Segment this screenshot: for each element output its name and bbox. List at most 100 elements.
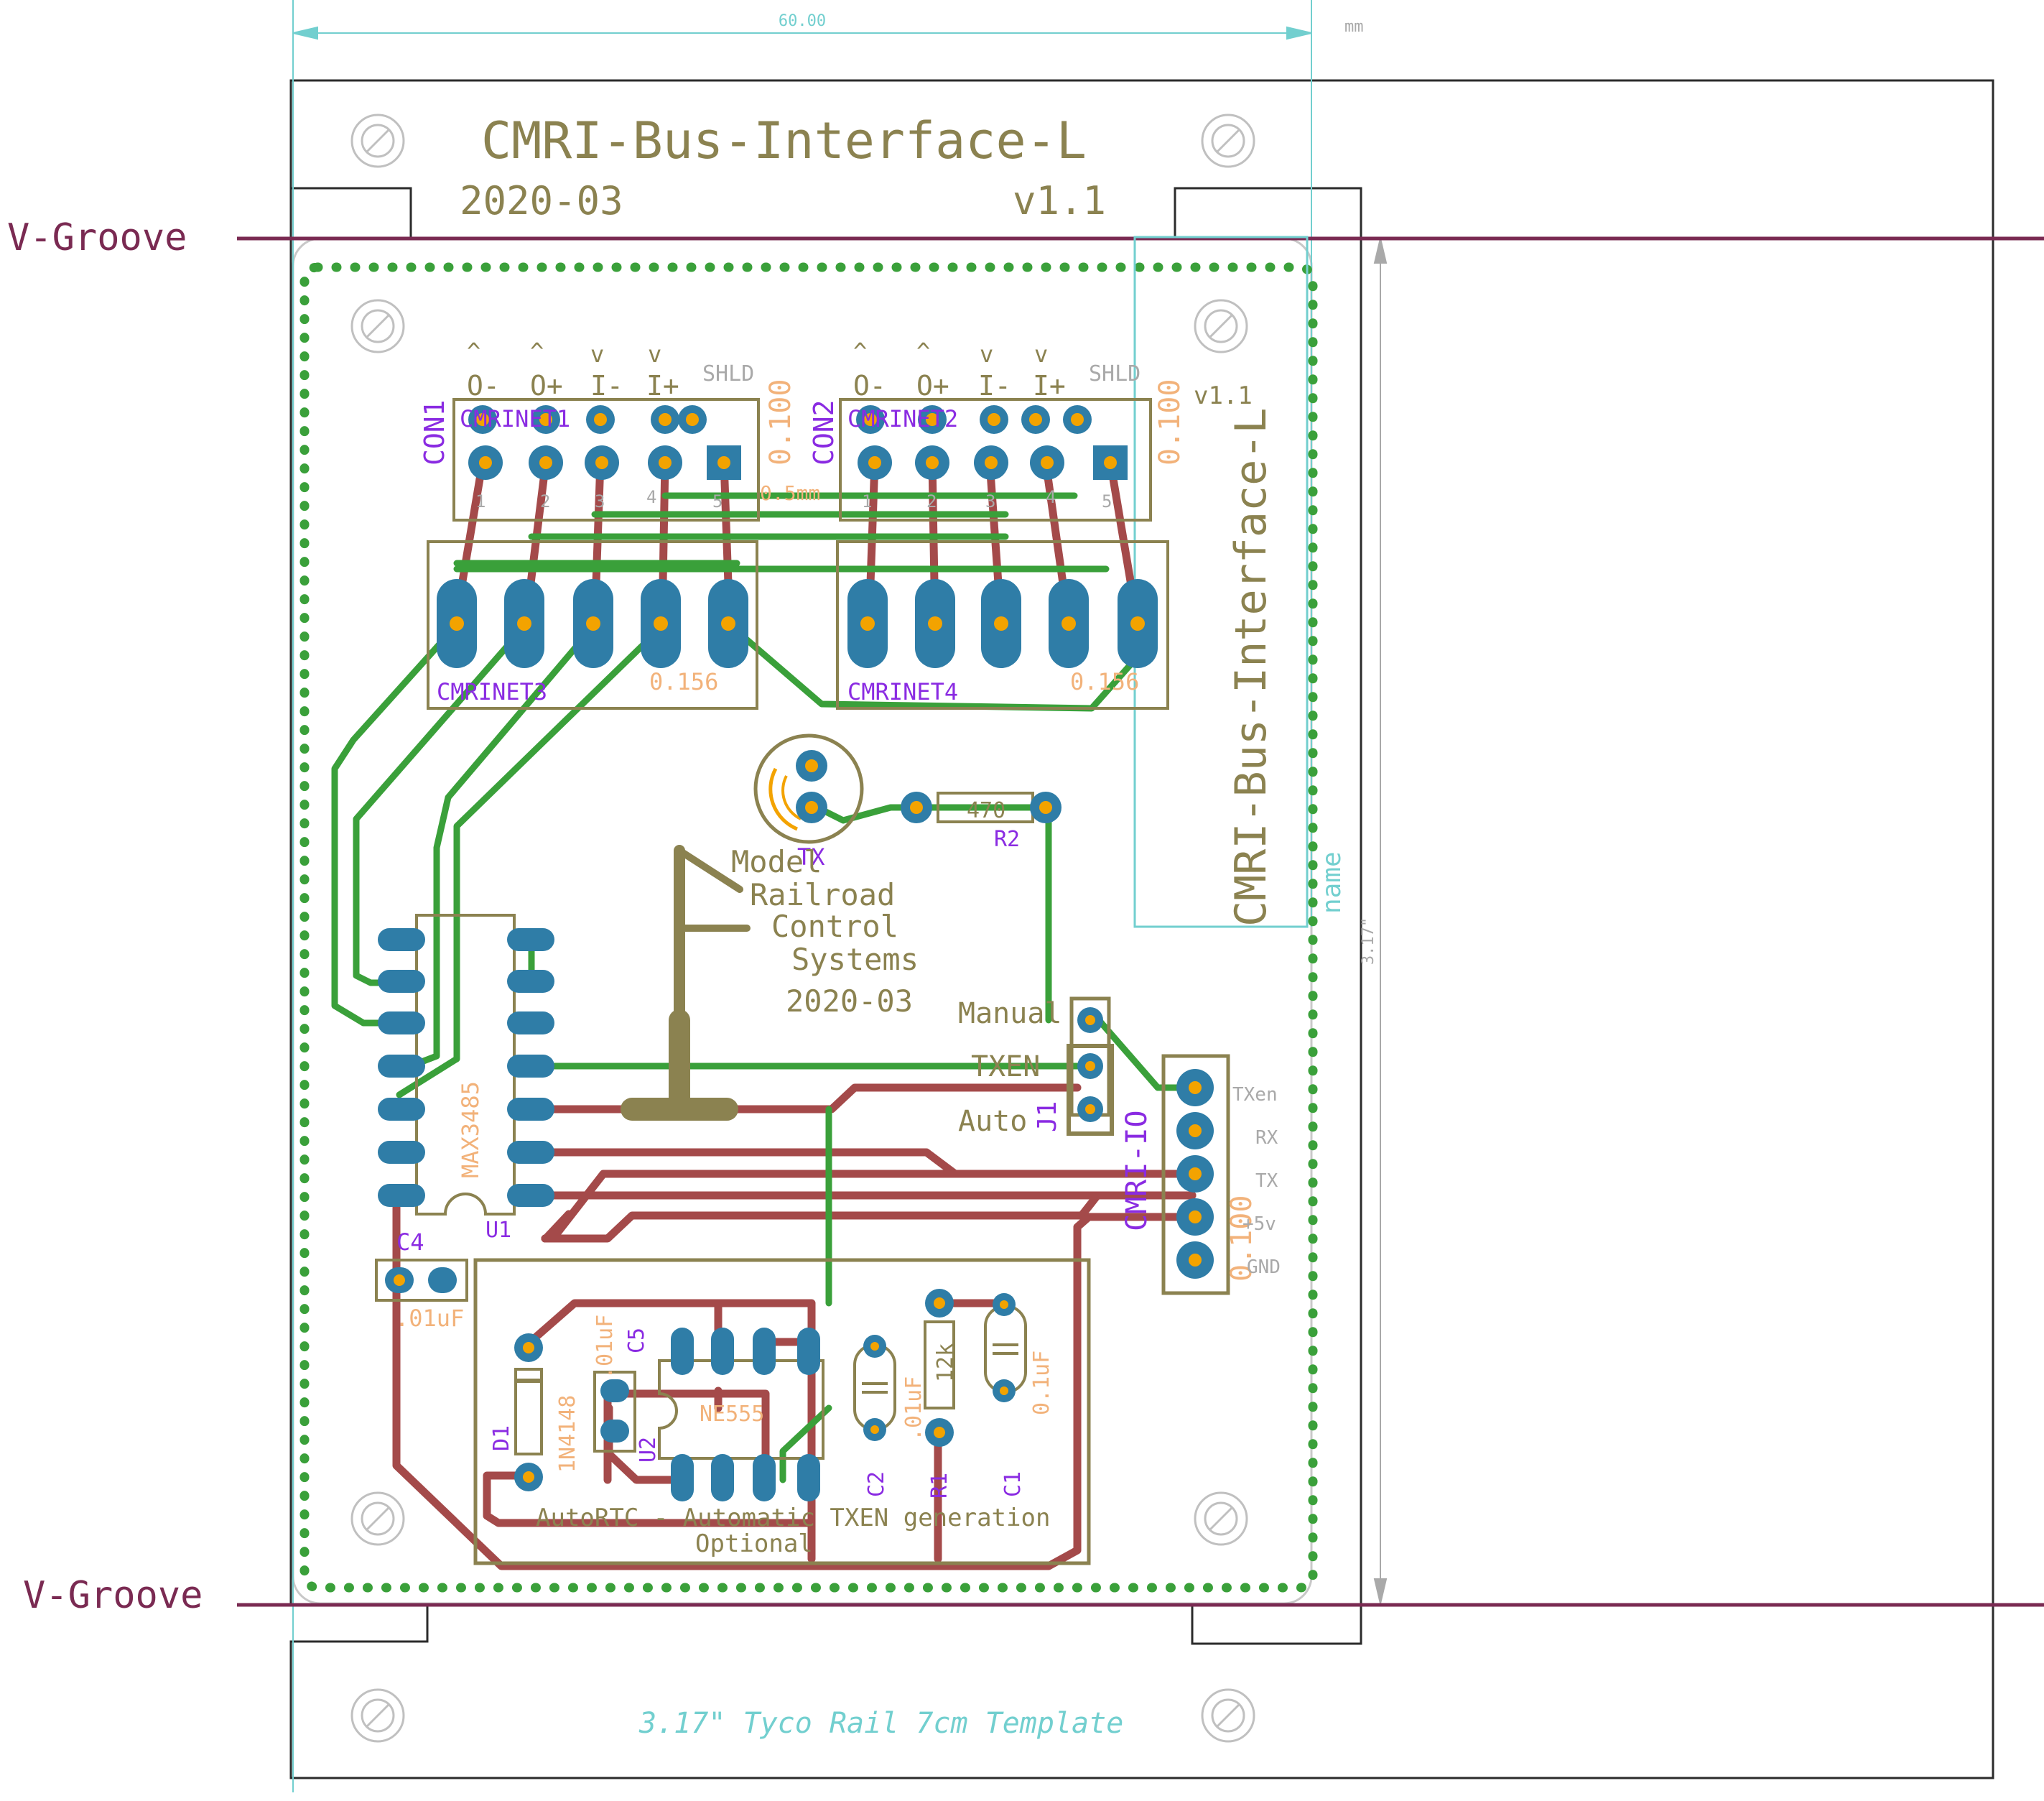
diode-d1 [514,1333,543,1491]
con1-connector [452,398,760,522]
r2-value: 470 [967,798,1005,823]
svg-text:Control: Control [771,909,898,944]
svg-text:4: 4 [1046,487,1056,507]
svg-text:v: v [1034,341,1048,368]
svg-text:v: v [648,341,661,368]
mounting-hole [350,1688,405,1743]
svg-text:2020-03: 2020-03 [786,983,913,1019]
j1-ref: J1 [1033,1101,1062,1132]
mounting-hole [1194,299,1248,353]
autortc-line2: Optional [695,1529,813,1558]
led-tx [753,733,864,844]
resistor-r1 [924,1289,955,1447]
r1-value: 12k [933,1343,958,1382]
board-version: v1.1 [1013,178,1106,223]
con2-pin-labels: O-O+I-I+SHLD [853,361,1141,402]
mounting-hole [1201,114,1255,168]
capacitor-c2 [853,1335,896,1441]
trace-width-note: 0.5mm [760,481,820,505]
mounting-holes [350,114,1255,1743]
capacitor-c1 [984,1293,1027,1402]
ic-u1 [378,914,554,1216]
svg-text:I-: I- [978,370,1011,402]
r1-ref: R1 [927,1473,952,1499]
svg-text:O+: O+ [916,370,949,402]
svg-text:2: 2 [926,491,937,511]
cmrinet4-pitch: 0.156 [1070,668,1139,695]
svg-text:5: 5 [1102,491,1112,511]
svg-text:TX: TX [1255,1170,1278,1192]
cmri-io-header [1161,1054,1230,1295]
autortc-line1: AutoRTC - Automatic TXEN generation [536,1504,1050,1532]
v-groove-top-label: V-Groove [7,216,187,259]
svg-text:I-: I- [590,370,623,402]
svg-text:TXEN: TXEN [971,1050,1040,1083]
j1-labels: Manual TXEN Auto [958,997,1062,1138]
con1-pin-numbers: 1 2 3 4 5 [475,487,723,511]
svg-text:O+: O+ [530,370,563,402]
svg-text:^: ^ [530,338,544,365]
mounting-hole [350,1491,405,1546]
resistor-r2 [901,792,1062,823]
width-dimension-value: 60.00 [779,12,826,30]
capacitor-c4 [375,1259,468,1302]
d1-part: 1N4148 [555,1395,580,1473]
svg-text:SHLD: SHLD [702,361,754,386]
cmrinet4-connector [836,540,1169,710]
mounting-hole [1201,1688,1255,1743]
svg-text:O-: O- [853,370,886,402]
u2-part: NE555 [700,1402,764,1427]
svg-text:Railroad: Railroad [750,877,895,912]
svg-text:Manual: Manual [958,997,1062,1030]
board-title: CMRI-Bus-Interface-L [481,111,1087,170]
svg-text:4: 4 [646,487,656,507]
con2-ref: CON2 [808,399,840,466]
c4-ref: C4 [396,1228,424,1256]
svg-text:Systems: Systems [791,942,919,977]
svg-text:Model: Model [731,844,822,879]
svg-text:^: ^ [916,338,930,365]
name-label: name [1317,851,1347,914]
capacitor-c5 [593,1371,636,1453]
c2-ref: C2 [864,1471,889,1497]
cmri-io-pin-labels: TXen RX TX +5v GND [1232,1084,1281,1278]
con2-connector [839,398,1152,522]
led-tx-ref: TX [797,843,825,871]
cmrinet3-part: CMRINET3 [437,678,547,705]
svg-text:3: 3 [985,491,995,511]
svg-text:5: 5 [712,491,723,511]
c4-value: .01uF [395,1305,464,1332]
svg-text:RX: RX [1255,1127,1278,1149]
board-side-version: v1.1 [1194,381,1253,410]
c5-ref: C5 [624,1328,649,1353]
svg-text:TXen: TXen [1232,1084,1278,1106]
board-date: 2020-03 [460,178,623,223]
jumper-j1 [1067,996,1114,1136]
svg-text:v: v [590,341,604,368]
mounting-hole [350,114,405,168]
c5-value: .01uF [593,1315,618,1379]
r2-ref: R2 [994,827,1020,852]
svg-text:^: ^ [467,338,480,365]
board-side-title: CMRI-Bus-Interface-L [1226,408,1276,927]
svg-text:GND: GND [1247,1256,1281,1278]
svg-text:^: ^ [853,338,867,365]
svg-text:3: 3 [595,491,605,511]
c2-value: .01uF [901,1376,926,1441]
con2-pin-numbers: 1 2 3 4 5 [862,487,1112,511]
con2-symbols: ^ ^ v v [853,338,1048,368]
svg-text:2: 2 [540,491,550,511]
svg-text:v: v [980,341,993,368]
height-dimension [1373,238,1388,1604]
cmrinet3-pitch: 0.156 [649,668,718,695]
svg-text:+5v: +5v [1242,1213,1276,1235]
svg-text:1: 1 [862,491,872,511]
signal-logo [621,845,751,1121]
con1-pin-labels: O-O+I-I+SHLD [467,361,754,402]
mounting-hole [350,299,405,353]
svg-text:1: 1 [475,491,486,511]
name-frame [1133,236,1309,928]
con1-symbols: ^ ^ v v [467,338,661,368]
